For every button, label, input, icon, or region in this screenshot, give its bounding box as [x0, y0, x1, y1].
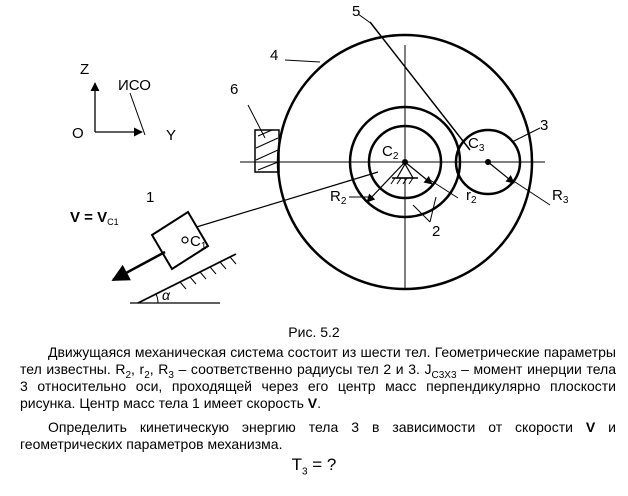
leader-r2	[429, 179, 459, 199]
label-alpha: α	[162, 287, 171, 303]
leader-2-b	[429, 196, 437, 223]
incline-hatch	[179, 256, 237, 290]
problem-paragraph-1: Движущаяся механическая система состоит …	[20, 344, 616, 411]
label-body-4: 4	[270, 47, 278, 64]
leader-2-a	[412, 204, 431, 223]
label-c2: C2	[382, 143, 399, 162]
label-body-6: 6	[230, 81, 238, 98]
label-body-5: 5	[352, 3, 360, 20]
pivot-c2-hatch	[390, 162, 418, 185]
label-y: Y	[166, 127, 176, 144]
radius-R3-arrow	[487, 161, 515, 184]
body-6-support	[247, 104, 280, 173]
figure-caption: Рис. 5.2	[288, 324, 340, 340]
radius-R2-arrow	[366, 161, 406, 203]
angle-alpha-arc	[155, 293, 159, 304]
rope-body1-to-disk	[179, 171, 379, 233]
label-body-1: 1	[146, 189, 154, 206]
label-r2: r2	[466, 187, 477, 206]
radius-r2-arrow	[404, 161, 433, 185]
center-c1-dot	[181, 236, 189, 244]
body-5-line	[369, 21, 471, 151]
label-z: Z	[80, 61, 89, 78]
leader-R3	[511, 179, 551, 206]
label-body-3: 3	[540, 117, 548, 134]
leader-3	[511, 127, 541, 143]
mechanism-diagram: Z ИСО O Y 1 2 3 4 5 6 C2 C3 C1 R2 r2 R3 …	[70, 3, 569, 304]
label-R3: R3	[552, 187, 569, 206]
label-c3: C3	[468, 135, 485, 154]
leader-5	[357, 13, 373, 25]
label-c1: C1	[190, 233, 207, 252]
label-R2: R2	[330, 188, 347, 207]
frame-leader	[129, 92, 146, 136]
velocity-arrow	[111, 250, 166, 282]
problem-paragraph-2: Определить кинетическую энергию тела 3 в…	[20, 419, 616, 452]
label-origin: O	[72, 125, 84, 142]
leader-4	[284, 59, 321, 63]
inclined-plane	[137, 253, 237, 304]
body-1-block	[150, 210, 210, 271]
label-velocity: V = VC1	[70, 209, 119, 227]
question-formula: T3 = ?	[291, 455, 337, 478]
label-frame: ИСО	[118, 77, 151, 94]
label-body-2: 2	[432, 223, 440, 240]
